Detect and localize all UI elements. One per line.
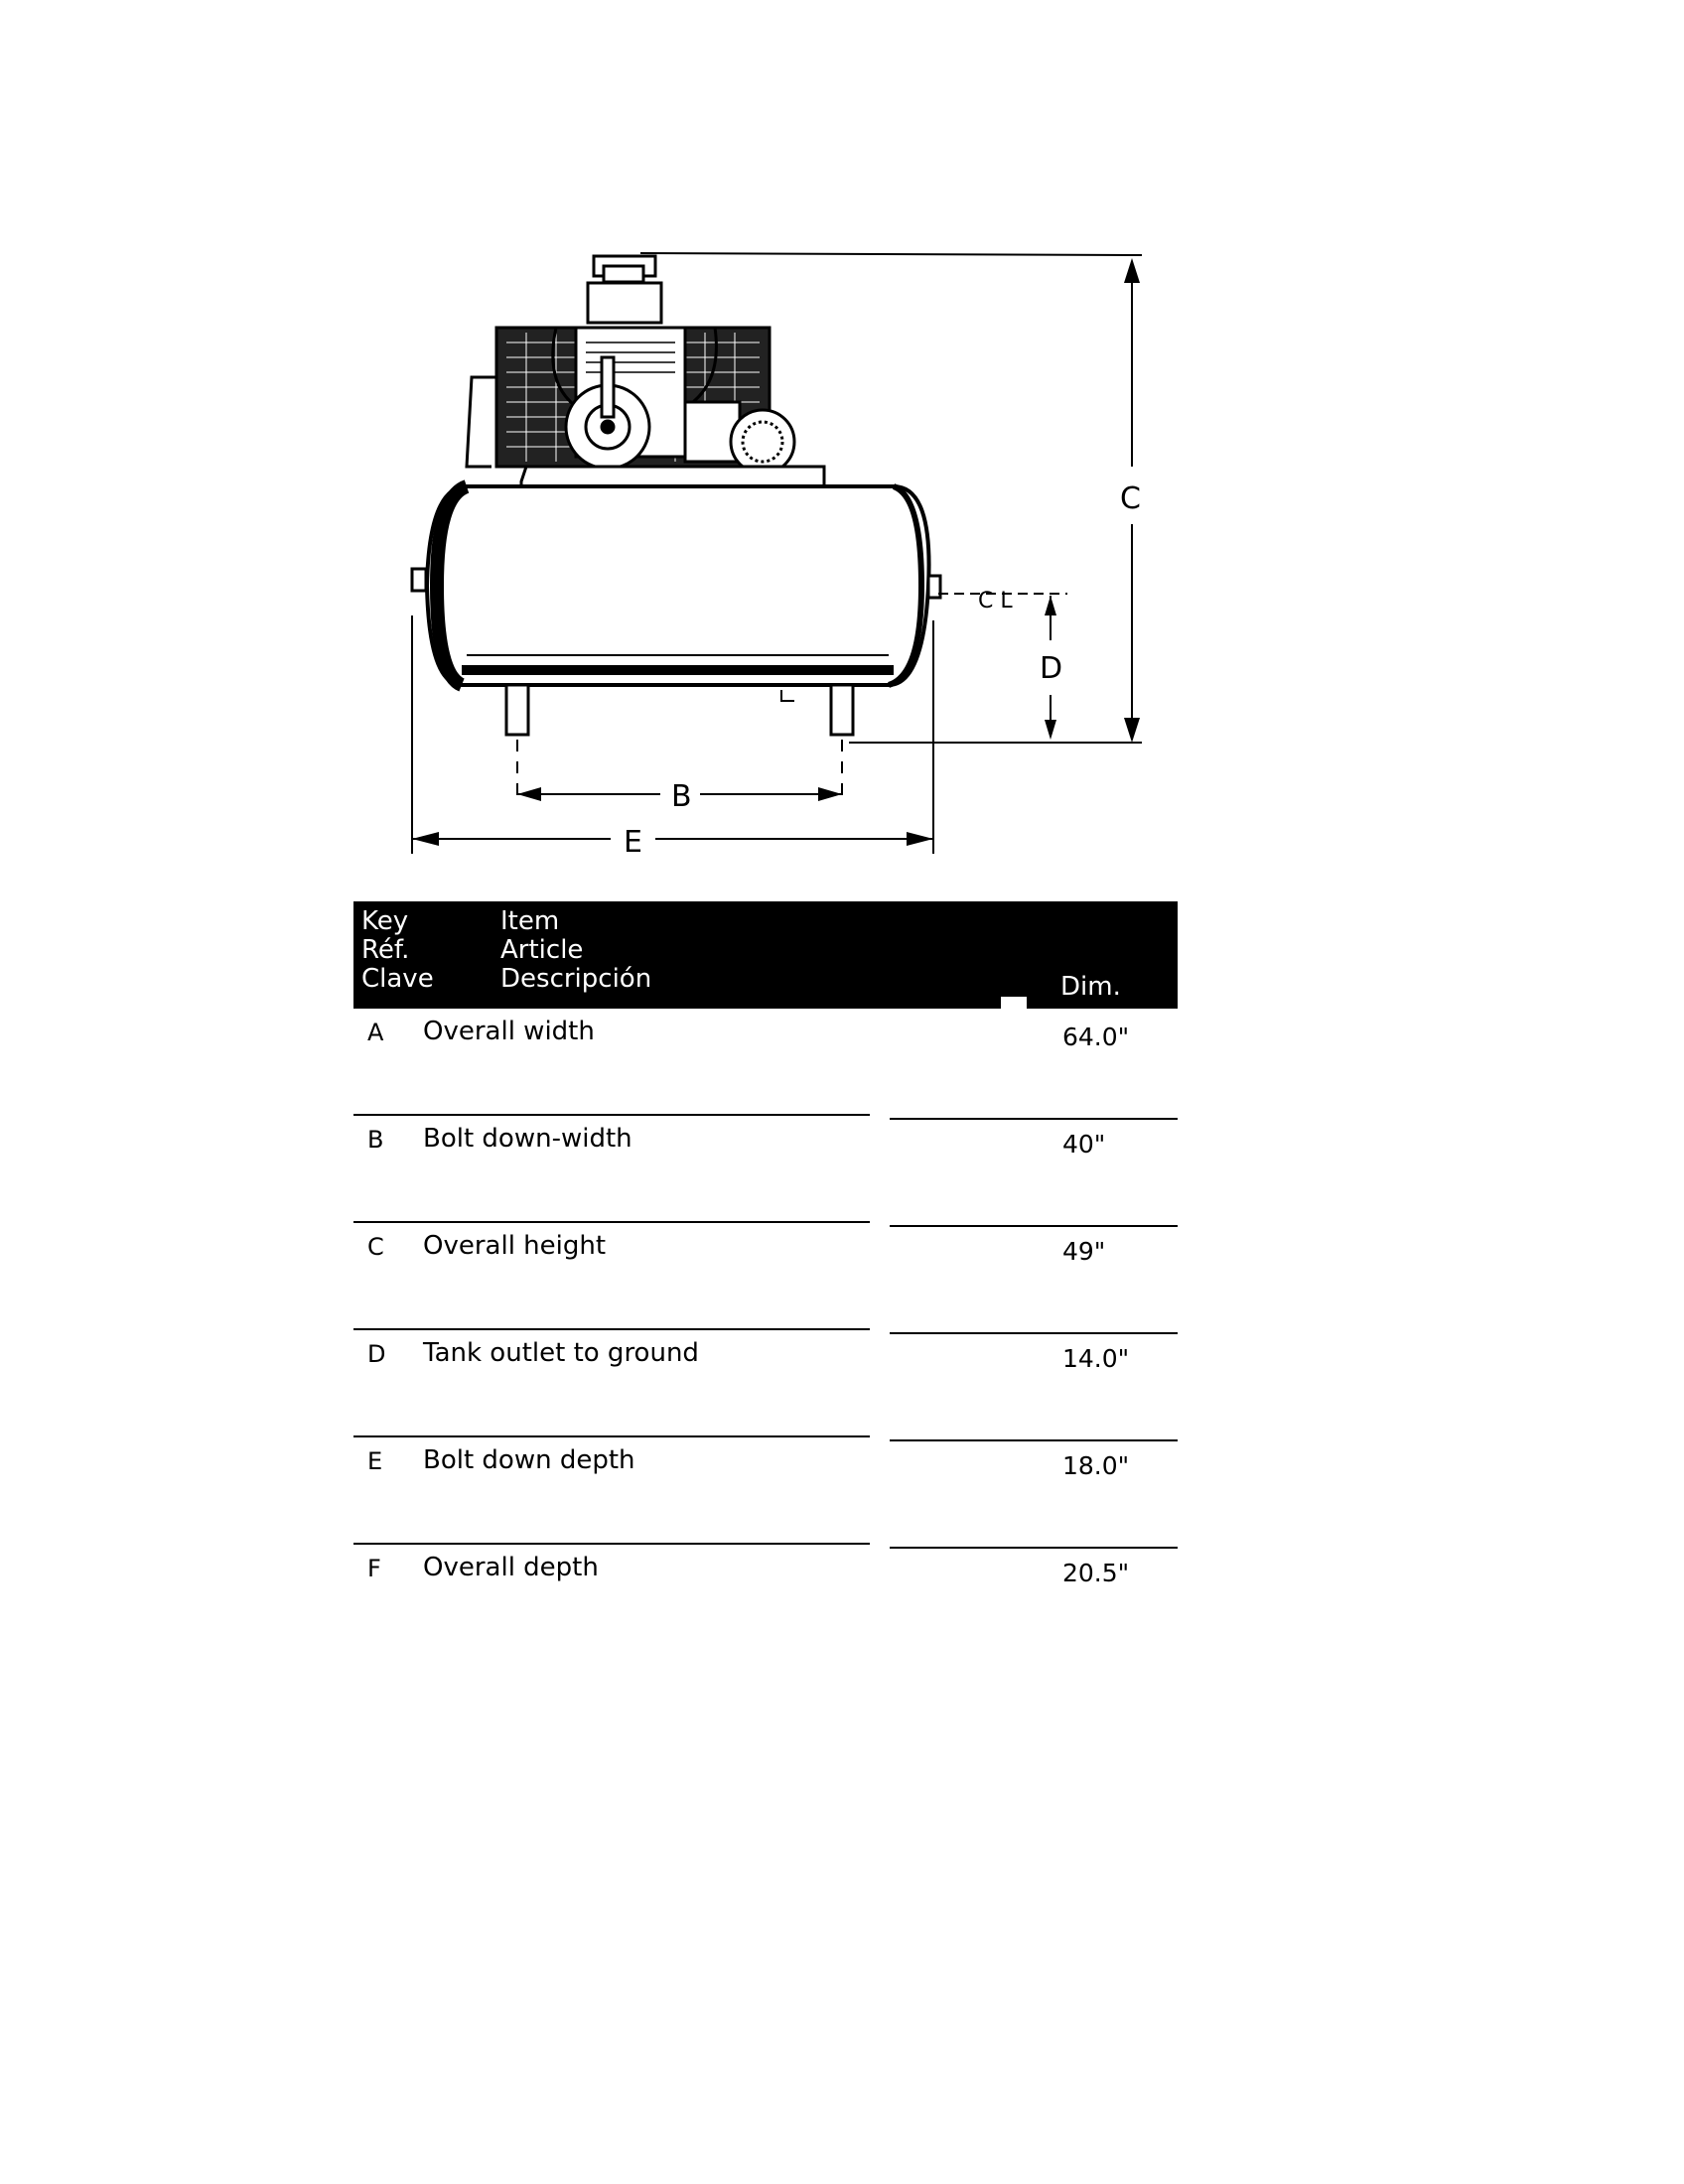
header-item-en: Item xyxy=(500,906,560,936)
row-item: Bolt down depth xyxy=(423,1445,635,1475)
dimension-table: Key Réf. Clave Item Article Descripción … xyxy=(353,901,1178,1652)
row-divider xyxy=(353,1435,870,1437)
table-row: B Bolt down-width 40" xyxy=(353,1116,1178,1227)
table-row: C Overall height 49" xyxy=(353,1223,1178,1334)
row-item: Overall width xyxy=(423,1017,595,1046)
row-divider xyxy=(890,1118,1178,1120)
header-key: Key Réf. Clave xyxy=(361,907,434,994)
row-divider xyxy=(890,1547,1178,1549)
header-dim: Dim. xyxy=(1060,972,1121,1002)
row-item: Overall height xyxy=(423,1231,607,1261)
row-dim: 20.5" xyxy=(1062,1559,1130,1587)
centerline-symbol: C L xyxy=(978,589,1013,614)
row-divider xyxy=(353,1328,870,1330)
dimension-label-c: C xyxy=(1120,481,1141,516)
table-row: A Overall width 64.0" xyxy=(353,1009,1178,1120)
header-key-fr: Réf. xyxy=(361,935,410,965)
dimension-label-b: B xyxy=(671,779,692,814)
header-notch xyxy=(1001,997,1027,1009)
dimension-lines xyxy=(411,252,1143,854)
row-dim: 14.0" xyxy=(1062,1344,1130,1373)
row-key: B xyxy=(367,1126,384,1154)
row-divider xyxy=(353,1221,870,1223)
row-divider xyxy=(353,1114,870,1116)
row-item: Overall depth xyxy=(423,1553,599,1582)
row-item: Tank outlet to ground xyxy=(423,1338,699,1368)
table-row: E Bolt down depth 18.0" xyxy=(353,1437,1178,1549)
row-key: A xyxy=(367,1019,384,1046)
row-dim: 49" xyxy=(1062,1237,1106,1266)
row-divider xyxy=(890,1439,1178,1441)
header-item-fr: Article xyxy=(500,935,584,965)
air-compressor-illustration xyxy=(410,254,942,737)
row-key: F xyxy=(367,1555,381,1582)
row-divider xyxy=(353,1543,870,1545)
table-row: D Tank outlet to ground 14.0" xyxy=(353,1330,1178,1441)
header-key-en: Key xyxy=(361,906,409,936)
header-item-es: Descripción xyxy=(500,964,652,994)
row-dim: 18.0" xyxy=(1062,1451,1130,1480)
table-row: F Overall depth 20.5" xyxy=(353,1545,1178,1652)
row-key: E xyxy=(367,1447,383,1475)
row-item: Bolt down-width xyxy=(423,1124,632,1154)
dimension-label-e: E xyxy=(624,825,642,860)
row-dim: 40" xyxy=(1062,1130,1106,1159)
dimension-label-d: D xyxy=(1040,651,1062,686)
row-key: D xyxy=(367,1340,386,1368)
compressor-dimension-diagram: C D B E C L xyxy=(410,252,1143,860)
header-key-es: Clave xyxy=(361,964,434,994)
table-header: Key Réf. Clave Item Article Descripción … xyxy=(353,901,1178,1009)
header-item: Item Article Descripción xyxy=(500,907,651,994)
row-key: C xyxy=(367,1233,384,1261)
row-dim: 64.0" xyxy=(1062,1023,1130,1051)
row-divider xyxy=(890,1332,1178,1334)
row-divider xyxy=(890,1225,1178,1227)
